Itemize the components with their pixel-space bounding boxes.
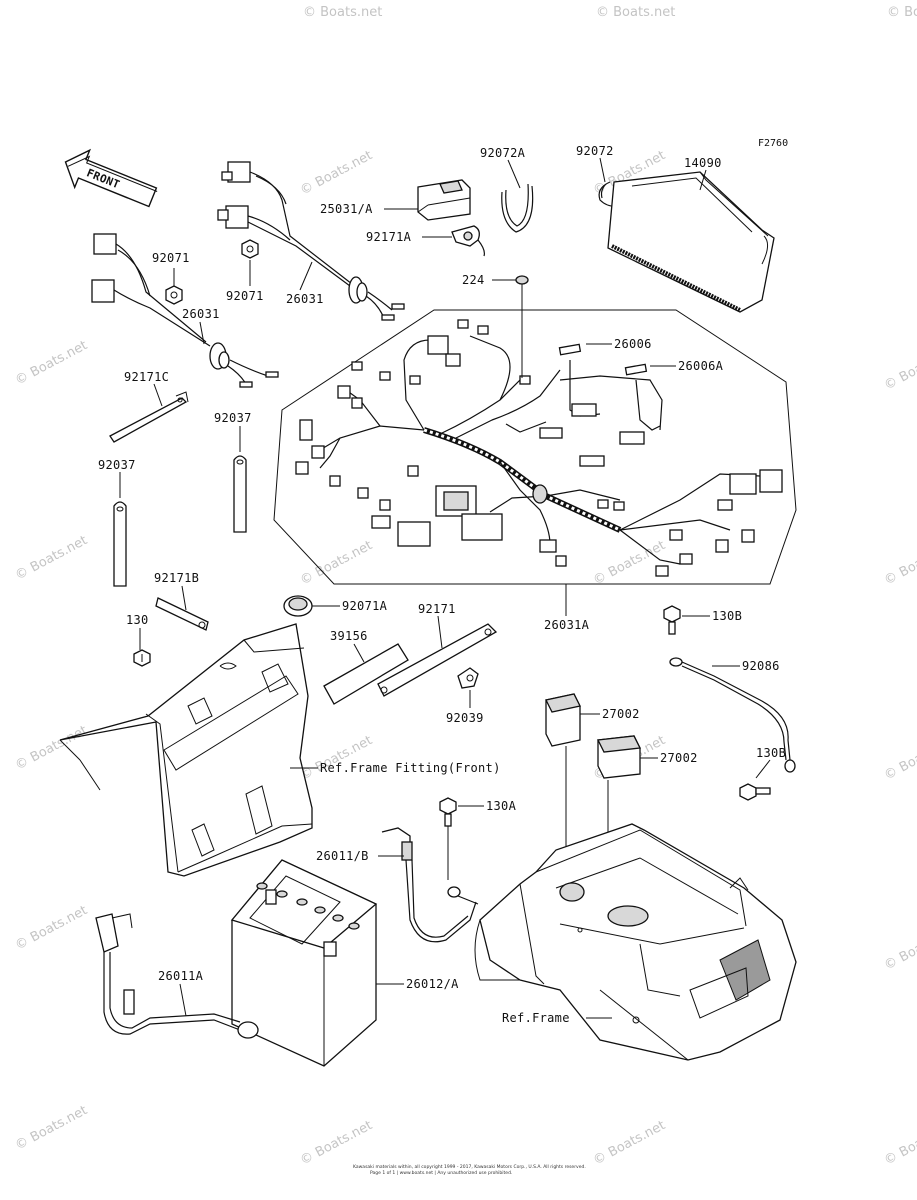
label-92039: 92039 — [446, 711, 484, 725]
ref-frame-fitting-front: Ref.Frame Fitting(Front) — [320, 761, 501, 775]
cable-26011b — [381, 827, 479, 943]
label-92171: 92171 — [418, 602, 456, 616]
label-92037-right: 92037 — [214, 411, 252, 425]
watermark: © Boats.net — [13, 338, 90, 388]
grommet-224 — [515, 275, 529, 288]
frame-rear — [474, 823, 797, 1061]
label-92072a: 92072A — [480, 146, 526, 160]
watermark: © Boats.net — [13, 723, 90, 773]
label-26012a: 26012/A — [406, 977, 459, 991]
cable-92086 — [669, 657, 796, 773]
pad-39156 — [323, 643, 409, 705]
watermark: © Boats.net — [882, 343, 917, 393]
harness-26031-upper — [217, 161, 405, 321]
watermark: © Boats.net — [591, 1118, 668, 1168]
label-26006a: 26006A — [678, 359, 724, 373]
label-130a: 130A — [486, 799, 517, 813]
relay-27002-bottom — [597, 735, 641, 779]
watermark: © Boats.net — [591, 538, 668, 588]
grommet-92071a — [283, 595, 313, 617]
harness-26031-lower — [91, 233, 279, 388]
label-92086: 92086 — [742, 659, 780, 673]
battery-26012a — [230, 859, 378, 1067]
main-harness-26031a — [273, 309, 797, 585]
watermark: © Boats.net — [298, 148, 375, 198]
watermark: © Boats.net — [882, 1118, 917, 1168]
band-92037-right — [233, 455, 247, 533]
label-130b-top: 130B — [712, 609, 742, 623]
band-92072a — [501, 183, 534, 233]
label-26031-upper: 26031 — [286, 292, 324, 306]
label-14090: 14090 — [684, 156, 722, 170]
cable-26011a — [95, 913, 259, 1039]
label-92072: 92072 — [576, 144, 614, 158]
label-92071-mid: 92071 — [226, 289, 264, 303]
band-92037-left — [113, 501, 127, 587]
label-26031-lower: 26031 — [182, 307, 220, 321]
label-92171c: 92171C — [124, 370, 169, 384]
watermark: © Boats.net — [882, 538, 917, 588]
watermark: © Boats.net — [596, 5, 675, 20]
label-92071a: 92071A — [342, 599, 388, 613]
figure-id: F2760 — [758, 138, 788, 149]
grommet-92071-top — [165, 285, 183, 305]
watermark: © Boats.net — [13, 1103, 90, 1153]
bolt-130b-bottom — [739, 783, 771, 801]
ref-frame: Ref.Frame — [502, 1011, 570, 1025]
grommet-92071-mid — [241, 239, 259, 259]
fuse-26006a — [559, 363, 663, 445]
label-27002-bottom: 27002 — [660, 751, 698, 765]
label-224: 224 — [462, 273, 485, 287]
watermark: © Boats.net — [887, 5, 917, 20]
label-26011a: 26011A — [158, 969, 204, 983]
label-92171a: 92171A — [366, 230, 412, 244]
watermark: © Boats.net — [303, 5, 382, 20]
label-39156: 39156 — [330, 629, 368, 643]
label-92071-top: 92071 — [152, 251, 190, 265]
watermark: © Boats.net — [13, 903, 90, 953]
switch-25031a — [417, 179, 471, 221]
watermark: © Boats.net — [13, 533, 90, 583]
bolt-130a — [439, 797, 457, 827]
clamp-92171a — [451, 225, 485, 257]
watermark: © Boats.net — [298, 538, 375, 588]
band-92171b — [155, 597, 209, 631]
front-arrow-icon: FRONT — [64, 148, 158, 208]
label-92037-left: 92037 — [98, 458, 136, 472]
label-26011b: 26011/B — [316, 849, 369, 863]
frame-fitting-front — [59, 623, 313, 877]
label-92171b: 92171B — [154, 571, 199, 585]
bolt-130 — [133, 649, 151, 667]
label-26006: 26006 — [614, 337, 652, 351]
band-92171c — [109, 391, 189, 443]
watermark: © Boats.net — [298, 1118, 375, 1168]
label-27002-top: 27002 — [602, 707, 640, 721]
cover-14090 — [607, 171, 775, 313]
label-130b-bottom: 130B — [756, 746, 786, 760]
watermark: © Boats.net — [882, 733, 917, 783]
label-25031a: 25031/A — [320, 202, 373, 216]
bolt-130b-top — [663, 605, 681, 635]
watermark: © Boats.net — [298, 733, 375, 783]
label-26031a: 26031A — [544, 618, 590, 632]
label-130: 130 — [126, 613, 149, 627]
copyright-line-1: Kawasaki materials within, all copyright… — [353, 1164, 586, 1170]
relay-27002-top — [545, 693, 581, 747]
band-92171 — [377, 623, 498, 697]
clamp-92039 — [457, 667, 479, 689]
copyright-line-2: Page 1 of 1 | www.boats.net | Any unauth… — [370, 1170, 512, 1176]
watermark: © Boats.net — [882, 923, 917, 973]
fuse-26006 — [505, 343, 605, 467]
